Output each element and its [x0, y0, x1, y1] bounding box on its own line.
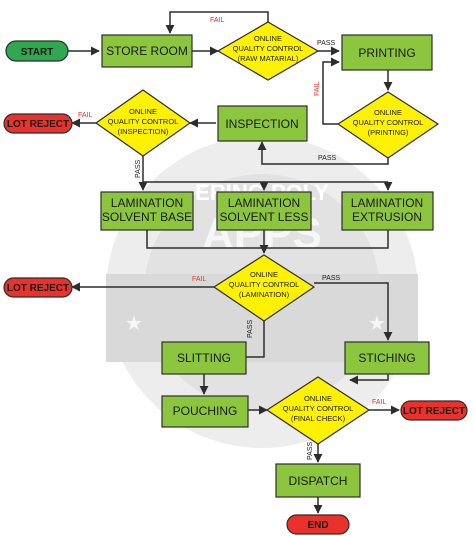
store-room-label: STORE ROOM: [106, 44, 188, 58]
qc-printing-line2: QUALITY CONTROL: [353, 118, 424, 127]
stiching-label: STICHING: [358, 351, 415, 365]
label-pass-raw: PASS: [317, 40, 335, 47]
label-fail-raw: FAIL: [210, 17, 225, 24]
label-pass-printing: PASS: [318, 155, 336, 162]
qc-final-line2: QUALITY CONTROL: [283, 404, 354, 413]
start-label: START: [21, 47, 54, 58]
edge-stiching-qcfinal: [349, 374, 389, 385]
label-fail-printing: FAIL: [314, 81, 321, 96]
qc-inspection-line2: QUALITY CONTROL: [108, 117, 179, 126]
stiching-box: STICHING: [344, 341, 430, 375]
lamination-solvent-base-box: LAMINATION SOLVENT BASE: [100, 191, 194, 231]
watermark-star-left: ★: [125, 313, 143, 335]
label-fail-final: FAIL: [372, 399, 387, 406]
pouching-box: POUCHING: [161, 395, 249, 428]
label-pass-inspection: PASS: [135, 160, 142, 178]
slitting-box: SLITTING: [161, 341, 247, 375]
pouching-label: POUCHING: [173, 404, 238, 418]
label-pass-final: PASS: [307, 442, 314, 460]
qc-raw-line3: (RAW MATARIAL): [238, 54, 299, 63]
lot-reject-1-node: LOT REJECT: [3, 113, 73, 134]
end-label: END: [307, 520, 328, 531]
label-pass-lamination-down: PASS: [247, 320, 254, 338]
watermark-star-right: ★: [368, 313, 386, 335]
edge-lam-base-merge: [146, 230, 264, 249]
label-fail-inspection: FAIL: [78, 112, 93, 119]
inspection-label: INSPECTION: [225, 117, 298, 131]
lot-reject-3-label: LOT REJECT: [403, 406, 465, 417]
lam-ext-line1: LAMINATION: [351, 196, 423, 210]
qc-printing-line1: ONLINE: [374, 108, 402, 117]
printing-label: PRINTING: [358, 46, 415, 60]
lot-reject-2-node: LOT REJECT: [3, 277, 73, 298]
edge-qcprint-inspection: [257, 141, 389, 165]
qc-printing-diamond: ONLINE QUALITY CONTROL (PRINTING): [336, 91, 440, 159]
lot-reject-3-node: LOT REJECT: [400, 400, 468, 421]
qc-lamination-line3: (LAMINATION): [239, 290, 290, 299]
connectors: [68, 11, 400, 514]
qc-final-line3: (FINAL CHECK): [291, 414, 346, 423]
label-pass-lamination-right: PASS: [322, 275, 340, 282]
lam-less-line2: SOLVENT LESS: [220, 210, 309, 224]
lot-reject-1-label: LOT REJECT: [7, 119, 69, 130]
end-node: END: [286, 514, 350, 535]
lamination-solvent-less-box: LAMINATION SOLVENT LESS: [216, 191, 312, 231]
lam-base-line2: SOLVENT BASE: [102, 210, 192, 224]
edge-qcprint-fail: [322, 57, 340, 125]
edge-qclam-stiching: [314, 282, 393, 341]
printing-box: PRINTING: [341, 34, 433, 71]
qc-final-line1: ONLINE: [304, 394, 332, 403]
edge-qclam-slitting: [237, 321, 265, 362]
edge-qcraw-fail: [165, 11, 269, 34]
qc-lamination-diamond: ONLINE QUALITY CONTROL (LAMINATION): [212, 254, 316, 322]
qc-inspection-line3: (INSPECTION): [118, 127, 169, 136]
store-room-box: STORE ROOM: [101, 34, 193, 68]
start-node: START: [5, 40, 69, 62]
lam-less-line1: LAMINATION: [228, 196, 300, 210]
dispatch-label: DISPATCH: [289, 474, 348, 488]
dispatch-box: DISPATCH: [275, 463, 361, 498]
qc-inspection-diamond: ONLINE QUALITY CONTROL (INSPECTION): [94, 89, 192, 157]
inspection-box: INSPECTION: [217, 105, 308, 142]
qc-lamination-line1: ONLINE: [250, 270, 278, 279]
lot-reject-2-label: LOT REJECT: [7, 283, 69, 294]
qc-raw-diamond: ONLINE QUALITY CONTROL (RAW MATARIAL): [216, 21, 320, 81]
edge-labels: FAIL PASS FAIL PASS FAIL PASS FAIL PASS …: [78, 17, 387, 460]
slitting-label: SLITTING: [177, 351, 231, 365]
qc-lamination-line2: QUALITY CONTROL: [229, 280, 300, 289]
qc-inspection-line1: ONLINE: [129, 107, 157, 116]
lam-ext-line2: EXTRUSION: [352, 210, 422, 224]
qc-raw-line1: ONLINE: [254, 34, 282, 43]
qc-raw-line2: QUALITY CONTROL: [233, 44, 304, 53]
edge-lam-ext-merge: [264, 230, 389, 249]
label-fail-lamination: FAIL: [192, 276, 207, 283]
qc-final-diamond: ONLINE QUALITY CONTROL (FINAL CHECK): [265, 376, 371, 445]
lamination-extrusion-box: LAMINATION EXTRUSION: [341, 191, 434, 231]
qc-printing-line3: (PRINTING): [368, 128, 409, 137]
lam-base-line1: LAMINATION: [111, 196, 183, 210]
